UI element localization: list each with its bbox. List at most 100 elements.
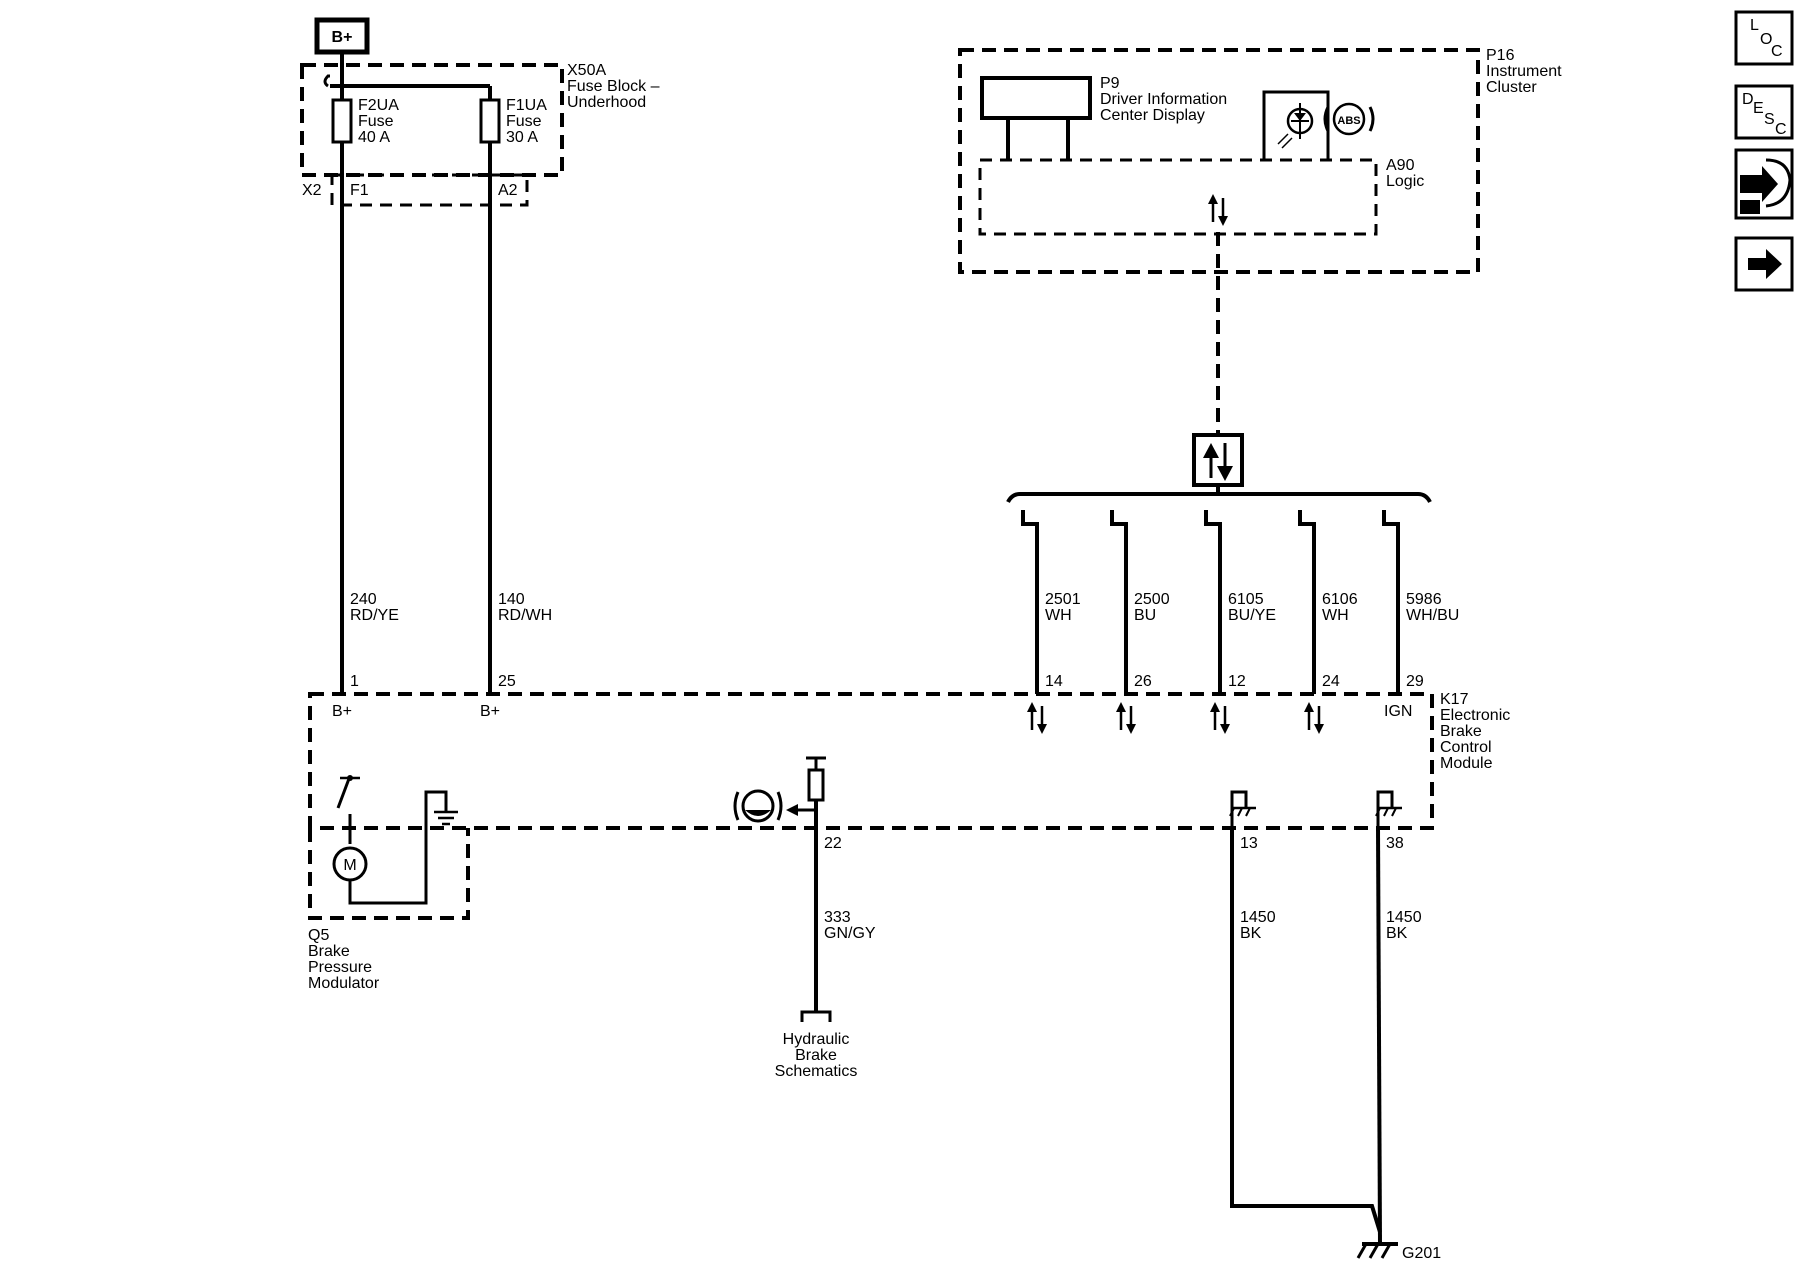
motor-label: M — [343, 857, 356, 874]
serial-data-box — [1192, 433, 1244, 487]
serial-data-link — [1006, 232, 1432, 503]
fluid-switch-color: GN/GY — [824, 925, 876, 942]
right-arrow-icon — [1748, 249, 1782, 279]
ground-38-chassis-icon — [1374, 806, 1404, 818]
wire-2500-pin: 26 — [1134, 673, 1152, 690]
ebcm-name-3: Control — [1440, 739, 1492, 756]
hydraulic-ref-3: Schematics — [775, 1063, 858, 1080]
ebcm-name-4: Module — [1440, 755, 1493, 772]
wire-5986-circuit: 5986 — [1406, 591, 1442, 608]
instrument-cluster-name-1: Instrument — [1486, 63, 1562, 80]
connector-x2-label: X2 — [302, 182, 322, 199]
instrument-cluster: P16 Instrument Cluster P9 Driver Informa… — [958, 47, 1562, 274]
svg-text:S: S — [1764, 111, 1775, 128]
ground-38-circuit: 1450 — [1386, 909, 1422, 926]
wire-2501-data-arrows-icon — [1025, 700, 1049, 736]
data-wires: 2501 WH 14 2500 BU 26 6105 BU/YE 12 6106… — [1021, 510, 1459, 736]
ground-13-chassis-icon — [1228, 806, 1258, 818]
fuse-f2ua-rating: 40 A — [358, 129, 390, 146]
wire-5986-pin: 29 — [1406, 673, 1424, 690]
fuse-block-name: Fuse Block – — [567, 78, 660, 95]
ebcm-ref: K17 — [1440, 691, 1469, 708]
battery-positive-source: B+ — [314, 17, 370, 70]
modulator-name-2: Pressure — [308, 959, 372, 976]
ground-13-color: BK — [1240, 925, 1262, 942]
power-wires: 240 RD/YE 140 RD/WH 1 25 B+ B+ — [332, 142, 552, 720]
fuse-block-underhood: F2UA Fuse 40 A F1UA Fuse 30 A X50A Fuse … — [300, 62, 660, 207]
fuse-f1ua — [479, 98, 501, 144]
instrument-cluster-outline — [958, 48, 1480, 274]
ground-38-color: BK — [1386, 925, 1408, 942]
ebcm-name-1: Electronic — [1440, 707, 1510, 724]
wire-240-circuit: 240 — [350, 591, 377, 608]
wire-6105-color: BU/YE — [1228, 607, 1276, 624]
wire-2501-circuit: 2501 — [1045, 591, 1081, 608]
wire-2500-circuit: 2500 — [1134, 591, 1170, 608]
fluid-switch-circuit: 333 — [824, 909, 851, 926]
wire-6106-data-arrows-icon — [1302, 700, 1326, 736]
ground-wire-38 — [1376, 827, 1382, 1245]
ground-wire-13 — [1230, 828, 1382, 1233]
hydraulic-ref-1: Hydraulic — [783, 1031, 850, 1048]
data-wire-5986: 5986 WH/BU 29 IGN — [1382, 510, 1459, 720]
wire-2500-color: BU — [1134, 607, 1156, 624]
ebcm-outline — [308, 692, 1434, 830]
modulator-name-3: Modulator — [308, 975, 380, 992]
brake-fluid-level-switch: 22 333 GN/GY Hydraulic Brake Schematics — [733, 756, 876, 1080]
description-icon: D E S C — [1742, 91, 1787, 138]
connector-end-view-button[interactable] — [1734, 148, 1794, 220]
svg-text:E: E — [1753, 100, 1764, 117]
wire-6106-color: WH — [1322, 607, 1349, 624]
svg-text:C: C — [1775, 121, 1787, 138]
svg-text:L: L — [1750, 17, 1759, 34]
next-page-button[interactable] — [1734, 236, 1794, 292]
fluid-switch-pin: 22 — [824, 835, 842, 852]
description-button[interactable]: D E S C — [1734, 84, 1794, 140]
ground-38-pin: 38 — [1386, 835, 1404, 852]
wire-140-pin-label: B+ — [480, 703, 500, 720]
logic-ref: A90 — [1386, 157, 1415, 174]
modulator-outline — [308, 828, 470, 920]
wire-140-color: RD/WH — [498, 607, 552, 624]
abs-label: ABS — [1337, 115, 1360, 127]
wire-6106-circuit: 6106 — [1322, 591, 1358, 608]
fuse-block-ref: X50A — [567, 62, 606, 79]
wire-6105-data-arrows-icon — [1208, 700, 1232, 736]
fuse-f1ua-id: F1UA — [506, 97, 547, 114]
connector-a2-label: A2 — [498, 182, 518, 199]
instrument-cluster-ref: P16 — [1486, 47, 1515, 64]
wire-240-pin-label: B+ — [332, 703, 352, 720]
svg-text:O: O — [1760, 31, 1772, 48]
logic-outline — [978, 158, 1378, 236]
svg-text:C: C — [1771, 43, 1783, 60]
display-ref: P9 — [1100, 75, 1120, 92]
modulator-name-1: Brake — [308, 943, 350, 960]
ebcm-name-2: Brake — [1440, 723, 1482, 740]
wire-140-pin: 25 — [498, 673, 516, 690]
ground-wires: 13 1450 BK 38 1450 BK G201 — [1230, 827, 1441, 1262]
location-icon: L O C — [1750, 17, 1783, 60]
ground-13-circuit: 1450 — [1240, 909, 1276, 926]
connector-f1-label: F1 — [350, 182, 369, 199]
hydraulic-ref-2: Brake — [795, 1047, 837, 1064]
fuse-f1ua-rating: 30 A — [506, 129, 538, 146]
ground-point-label: G201 — [1402, 1245, 1441, 1262]
location-button[interactable]: L O C — [1734, 10, 1794, 66]
fuse-f1ua-type: Fuse — [506, 113, 542, 130]
modulator-ref: Q5 — [308, 927, 329, 944]
wire-140-circuit: 140 — [498, 591, 525, 608]
wire-5986-color: WH/BU — [1406, 607, 1459, 624]
data-wire-6105: 6105 BU/YE 12 — [1204, 510, 1276, 736]
fuse-block-connector-outline — [330, 173, 529, 207]
battery-positive-label: B+ — [332, 29, 353, 46]
display-name-1: Driver Information — [1100, 91, 1227, 108]
wire-6105-circuit: 6105 — [1228, 591, 1264, 608]
abs-warning-lamp: ABS — [1262, 90, 1375, 160]
fuse-block-outline — [300, 63, 564, 177]
logic-name: Logic — [1386, 173, 1424, 190]
wire-6106-pin: 24 — [1322, 673, 1340, 690]
ground-13-pin: 13 — [1240, 835, 1258, 852]
data-wire-2501: 2501 WH 14 — [1021, 510, 1081, 736]
logic-data-arrows-icon — [1206, 192, 1230, 228]
